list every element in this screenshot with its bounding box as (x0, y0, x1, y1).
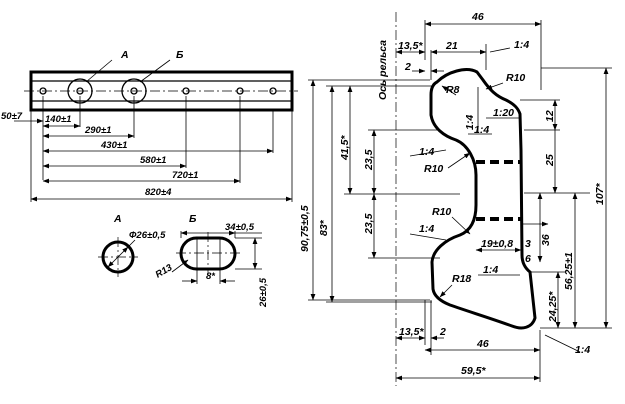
dim-25: 25 (544, 154, 556, 167)
dim-23-5-a: 23,5 (363, 149, 375, 171)
dim-top-2: 2 (404, 61, 411, 73)
dim-140: 140±1 (45, 114, 71, 125)
bar-outline (29, 70, 294, 112)
dim-bot-59-5: 59,5* (461, 365, 486, 377)
hole-mark-b: Б (176, 49, 184, 61)
bar-hole (76, 87, 84, 95)
joint-bar-view: А Б 50±7 140±1 290±1 430±1 580±1 720±1 8… (1, 49, 298, 202)
dim-bot-slope: 1:4 (575, 344, 590, 356)
profile-section: Ось рельса 46 13,5* 21 1:4 2 R10 R8 1:4 … (299, 11, 612, 386)
dim-19: 19±0,8 (481, 238, 513, 250)
leader-b (139, 59, 171, 83)
dim-slope-low: 1:4 (483, 264, 498, 276)
dim-24-25: 24,25* (547, 291, 559, 323)
bar-hole (182, 87, 190, 95)
dim-slope-left-bot: 1:4 (419, 223, 434, 235)
dim-slope-1-20: 1:20 (493, 107, 514, 119)
hole-mark-a: А (120, 49, 129, 61)
dim-top-21: 21 (445, 40, 458, 52)
dim-36: 36 (540, 234, 552, 246)
dim-bot-2: 2 (439, 326, 446, 338)
dim-23-5-b: 23,5 (363, 213, 375, 235)
bar-hole (236, 87, 244, 95)
dim-dia-26: Ф26±0,5 (129, 230, 166, 241)
dim-50: 50±7 (1, 111, 23, 122)
dim-r8: R8 (446, 84, 460, 96)
dim-720: 720±1 (172, 170, 198, 181)
dim-r13: R13 (154, 262, 175, 281)
detail-b: Б 34±0,5 R13 8* 26±0,5 (154, 213, 269, 308)
detail-b-title: Б (189, 213, 197, 225)
dim-top-46: 46 (471, 11, 484, 23)
detail-a-title: А (113, 213, 122, 225)
profile-outline (429, 68, 537, 330)
bar-hole (130, 87, 138, 95)
dim-top-slope: 1:4 (514, 39, 529, 51)
dim-slope-v: 1:4 (464, 115, 476, 130)
rail-axis-label: Ось рельса (377, 40, 389, 100)
bar-hole (39, 87, 47, 95)
dim-bot-13-5: 13,5* (399, 326, 424, 338)
dim-26: 26±0,5 (258, 277, 269, 308)
dim-6: 6 (525, 253, 531, 265)
dim-820: 820±4 (145, 187, 172, 198)
dim-34: 34±0,5 (225, 222, 255, 233)
dim-107: 107* (594, 182, 606, 205)
leader-a (85, 59, 113, 83)
dim-580: 580±1 (140, 155, 166, 166)
dim-56-25: 56,25±1 (563, 252, 575, 290)
dim-3: 3 (525, 238, 531, 250)
dim-slope-b: 1:4 (474, 124, 489, 136)
detail-a: А Ф26±0,5 (98, 213, 166, 277)
dim-r18: R18 (452, 273, 471, 285)
dim-290: 290±1 (84, 125, 111, 136)
dim-r10-left-top: R10 (424, 163, 443, 175)
dim-slope-left-top: 1:4 (419, 146, 434, 158)
dim-41-5: 41,5* (339, 135, 351, 161)
dim-r10-top: R10 (506, 72, 525, 84)
dim-bot-46: 46 (476, 338, 489, 350)
dim-r10-left-bot: R10 (432, 206, 451, 218)
dim-12: 12 (544, 110, 556, 122)
dim-90-75: 90,75±0,5 (299, 205, 311, 252)
dim-top-13-5: 13,5* (398, 40, 423, 52)
dim-430: 430±1 (100, 140, 127, 151)
dim-83: 83* (318, 219, 330, 236)
dim-8: 8* (206, 271, 216, 282)
bar-hole (269, 87, 277, 95)
